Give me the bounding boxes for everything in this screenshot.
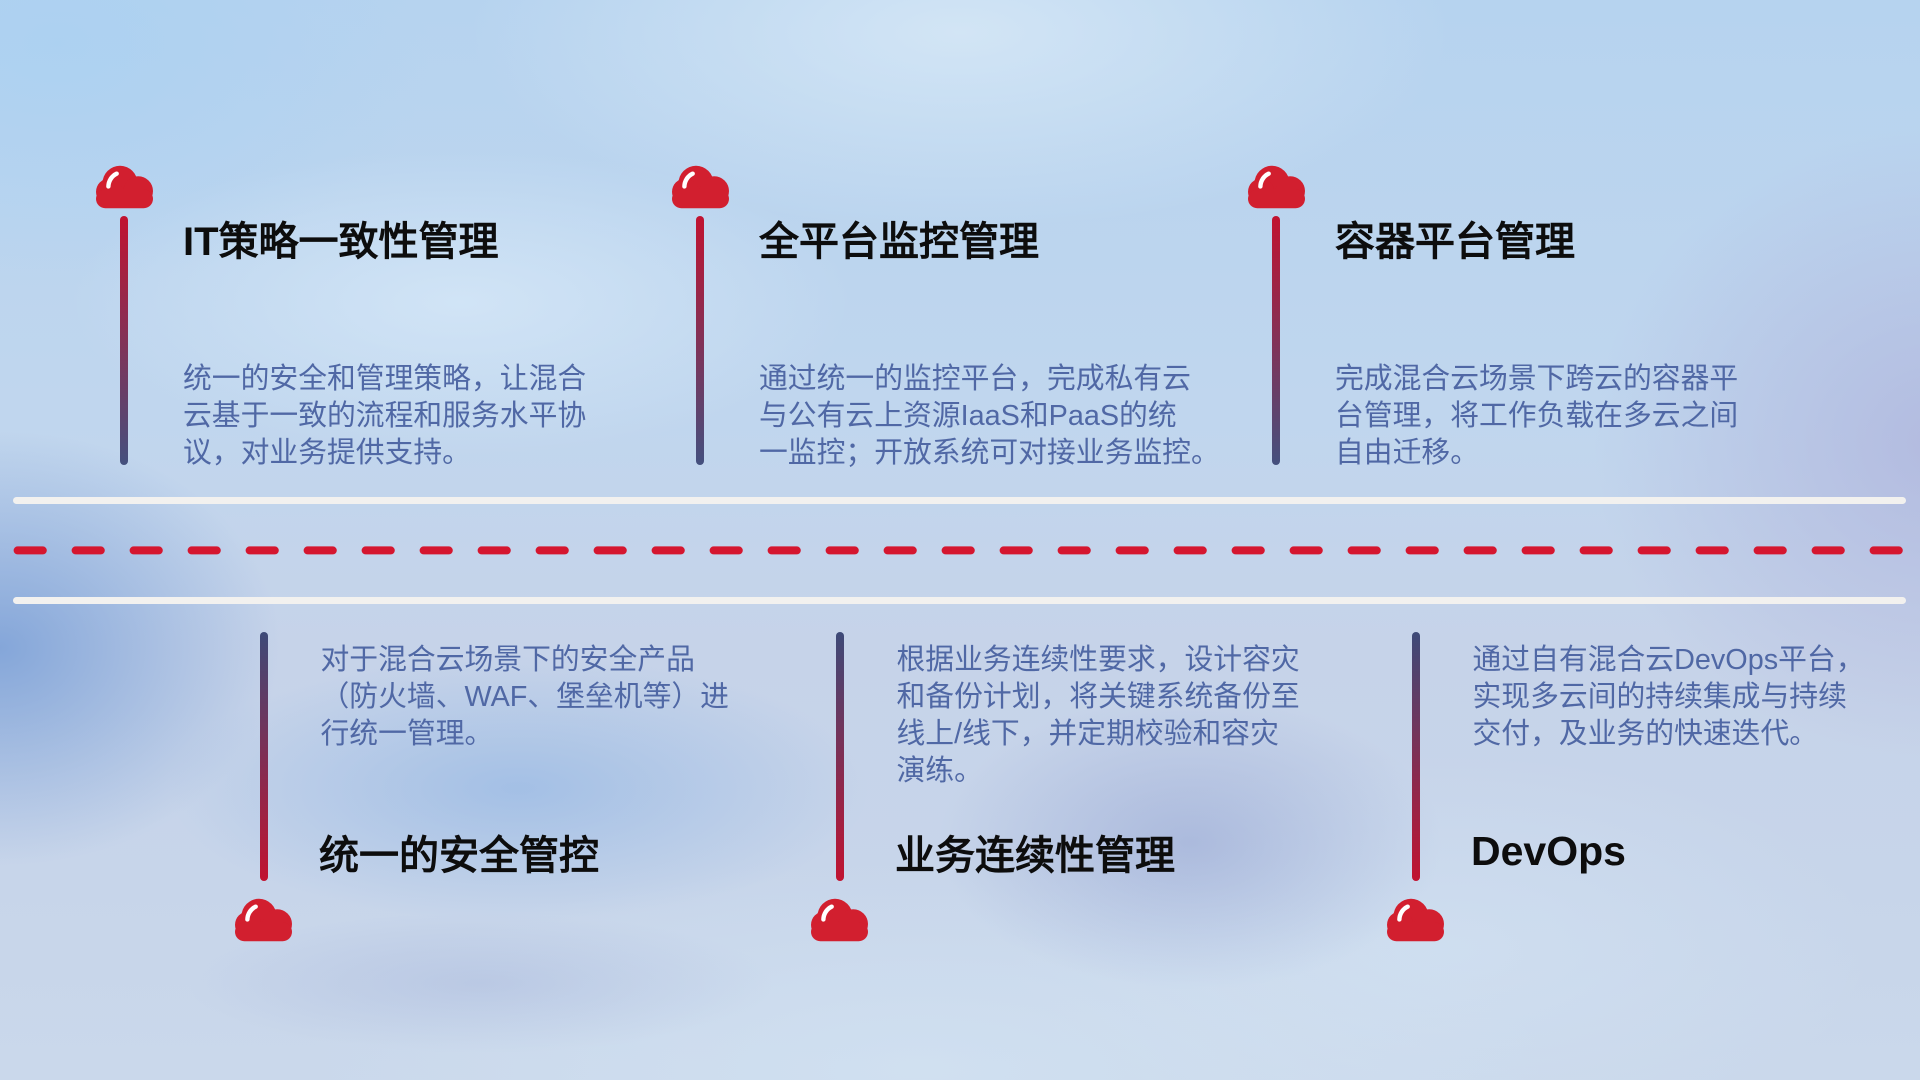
divider-line-bottom xyxy=(13,597,1906,604)
cloud-icon xyxy=(235,897,292,942)
cloud-icon xyxy=(811,897,868,942)
timeline-stem xyxy=(835,632,844,881)
feature-title: DevOps xyxy=(1471,827,1626,874)
cloud-icon xyxy=(96,164,153,209)
feature-title: 统一的安全管控 xyxy=(319,833,599,878)
feature-title: 业务连续性管理 xyxy=(895,833,1175,878)
cloud-icon xyxy=(1387,897,1444,942)
feature-title: IT策略一致性管理 xyxy=(183,219,499,264)
feature-title: 容器平台管理 xyxy=(1335,219,1575,264)
timeline-stem xyxy=(259,632,268,881)
cloud-icon xyxy=(1248,164,1305,209)
feature-title: 全平台监控管理 xyxy=(759,219,1039,264)
feature-description: 通过统一的监控平台，完成私有云 与公有云上资源IaaS和PaaS的统 一监控；开… xyxy=(759,363,1220,470)
cloud-icon xyxy=(672,164,729,209)
timeline-stem xyxy=(120,216,128,465)
feature-description: 对于混合云场景下的安全产品 （防火墙、WAF、堡垒机等）进 行统一管理。 xyxy=(320,643,729,750)
timeline-stem xyxy=(1272,216,1280,465)
feature-description: 完成混合云场景下跨云的容器平 台管理，将工作负载在多云之间 自由迁移。 xyxy=(1335,363,1739,470)
feature-description: 统一的安全和管理策略，让混合 云基于一致的流程和服务水平协 议，对业务提供支持。 xyxy=(183,363,587,470)
feature-description: 通过自有混合云DevOps平台， 实现多云间的持续集成与持续 交付，及业务的快速… xyxy=(1472,643,1865,750)
timeline-stem xyxy=(696,216,704,465)
feature-description: 根据业务连续性要求，设计容灾 和备份计划，将关键系统备份至 线上/线下，并定期校… xyxy=(896,643,1300,788)
timeline-stem xyxy=(1411,632,1420,881)
divider-line-top xyxy=(13,497,1906,504)
